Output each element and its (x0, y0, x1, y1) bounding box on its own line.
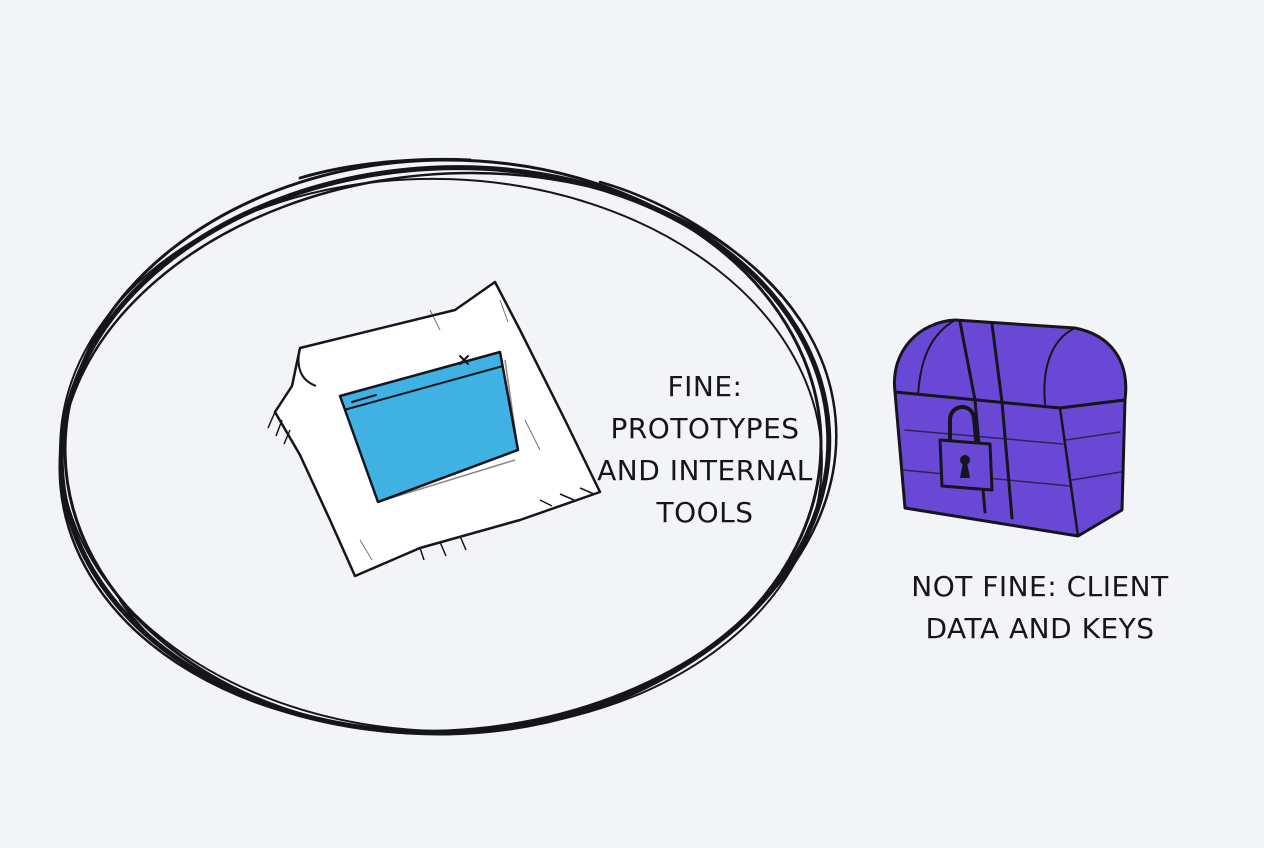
fine-label: FINE: PROTOTYPES AND INTERNAL TOOLS (592, 366, 818, 534)
fine-label-line: TOOLS (656, 496, 754, 529)
not-fine-label-line: NOT FINE: CLIENT (911, 570, 1169, 603)
fine-label-line: FINE: (667, 370, 743, 403)
padlock-shackle (948, 405, 978, 442)
cloth-wrapped-window-icon (267, 280, 602, 578)
window-close-icon (459, 355, 469, 365)
fine-label-line: AND INTERNAL (597, 454, 813, 487)
keyhole-icon (960, 455, 970, 465)
not-fine-label-line: DATA AND KEYS (925, 612, 1155, 645)
chest-body (893, 390, 1127, 538)
not-fine-label: NOT FINE: CLIENT DATA AND KEYS (880, 566, 1200, 650)
fine-label-line: PROTOTYPES (610, 412, 800, 445)
locked-treasure-chest-icon (892, 318, 1128, 538)
boundary-circle (58, 157, 838, 736)
